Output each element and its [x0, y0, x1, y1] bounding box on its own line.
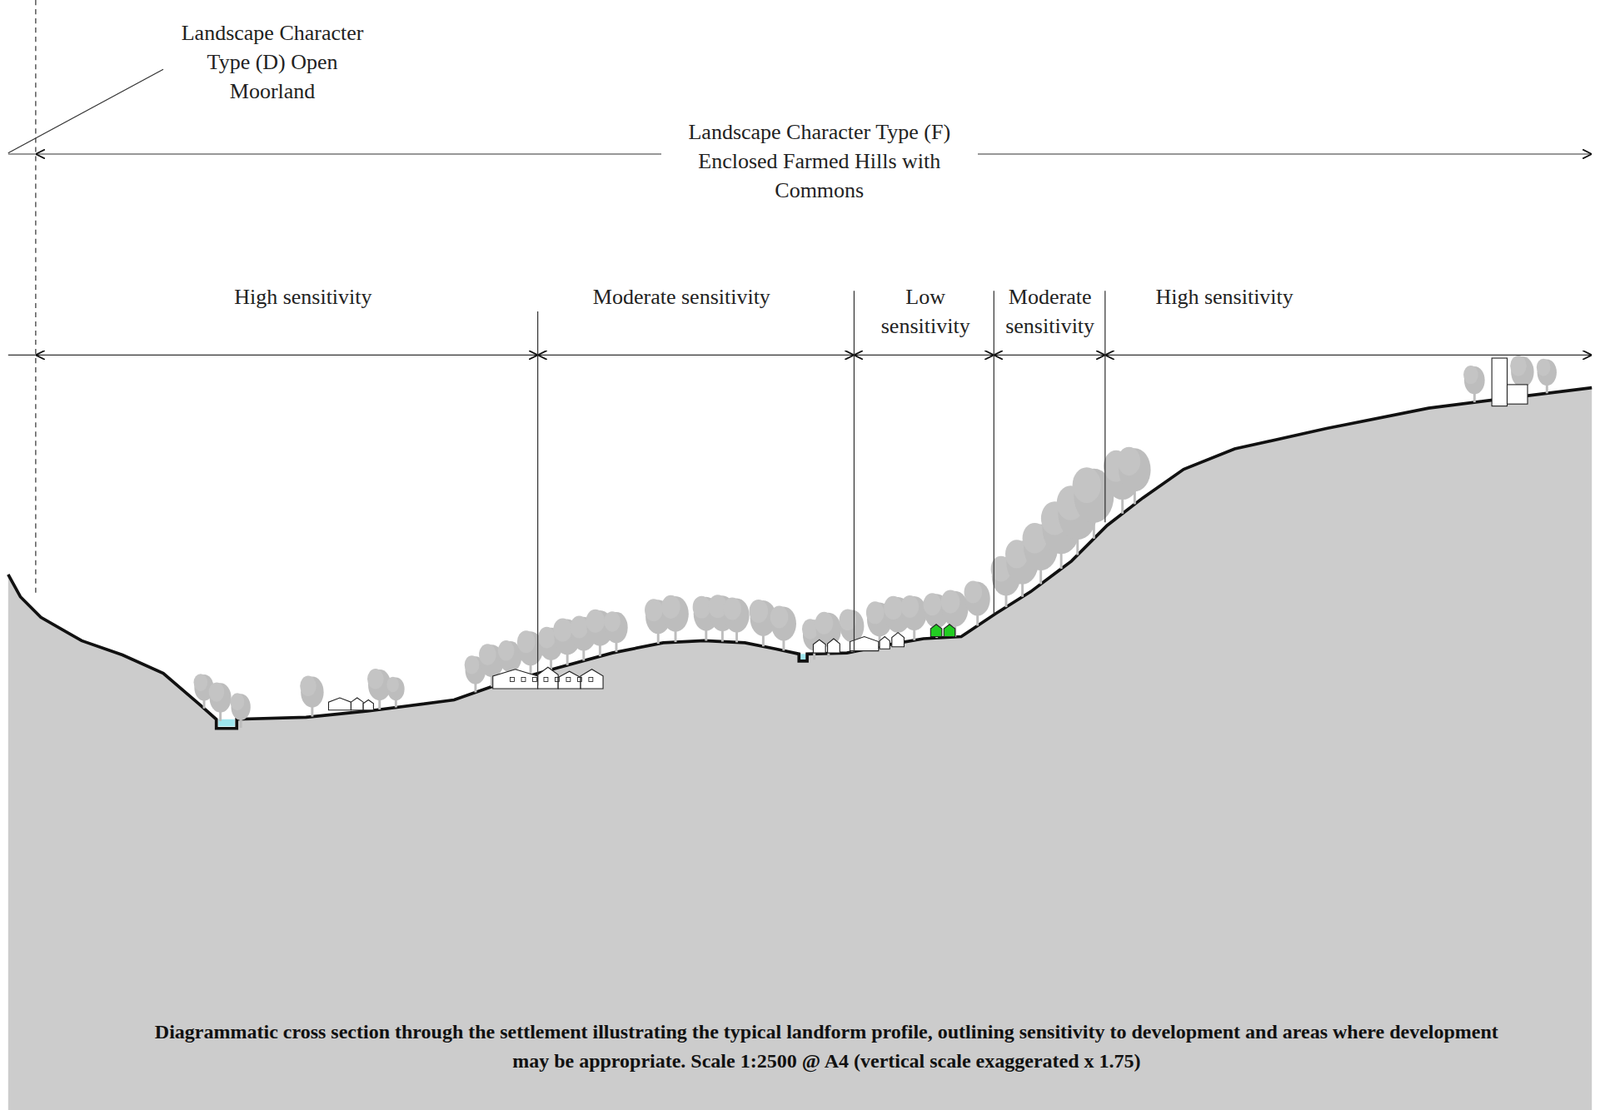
buildings [328, 358, 1528, 711]
zone-divider [1104, 290, 1106, 523]
tree [722, 597, 749, 643]
tower [1491, 358, 1507, 407]
zone-divider [993, 290, 995, 614]
tree [1536, 358, 1557, 394]
extent-line [8, 153, 36, 155]
sensitivity-label: Moderate sensitivity [533, 282, 830, 312]
tree [941, 590, 969, 638]
tree [964, 581, 991, 627]
tree [901, 595, 928, 641]
building [580, 669, 604, 689]
window [543, 677, 549, 683]
building [812, 639, 826, 653]
tree [1463, 365, 1486, 403]
zone-divider [853, 290, 855, 653]
window [521, 677, 526, 683]
tree [661, 595, 689, 643]
boundary-line [34, 0, 36, 598]
window [566, 677, 571, 683]
tree [209, 682, 232, 722]
tree [386, 677, 404, 708]
window [533, 677, 538, 683]
building [930, 624, 942, 638]
building [943, 624, 955, 638]
window [510, 677, 515, 683]
window [588, 677, 594, 683]
building [827, 638, 841, 653]
sensitivity-label: High sensitivity [180, 282, 426, 312]
character-type-label: Landscape Character Type (D) Open Moorla… [172, 18, 373, 106]
sensitivity-label: Low sensitivity [870, 282, 981, 341]
zone-arrow [35, 354, 539, 356]
building [328, 697, 351, 711]
building [892, 633, 905, 648]
ground-fill [8, 388, 1592, 1110]
zone-arrow [853, 354, 994, 356]
zone-arrow [538, 354, 855, 356]
building [350, 697, 364, 711]
building [879, 637, 890, 650]
building [493, 669, 539, 689]
tree [603, 611, 628, 653]
sensitivity-label: Moderate sensitivity [996, 282, 1103, 341]
window [554, 677, 559, 683]
tree [770, 605, 797, 651]
building [363, 699, 374, 710]
caption: Diagrammatic cross section through the s… [148, 1017, 1506, 1077]
window [577, 677, 582, 683]
tree [299, 676, 324, 718]
tree [230, 692, 251, 728]
zone-divider [537, 290, 539, 686]
character-type-label: Landscape Character Type (F) Enclosed Fa… [661, 117, 978, 205]
landform-profile [8, 388, 1592, 729]
building [1507, 384, 1529, 404]
tree [1117, 447, 1152, 505]
zone-line [8, 354, 36, 356]
zone-dividers [538, 290, 1106, 686]
leader-line [8, 69, 164, 153]
zone-arrow [993, 354, 1106, 356]
zone-arrow [1105, 354, 1592, 356]
zone-arrows [35, 354, 1592, 356]
sensitivity-label: High sensitivity [1111, 282, 1337, 312]
trees [194, 355, 1557, 728]
ground [8, 388, 1592, 1110]
ditch [800, 653, 806, 660]
